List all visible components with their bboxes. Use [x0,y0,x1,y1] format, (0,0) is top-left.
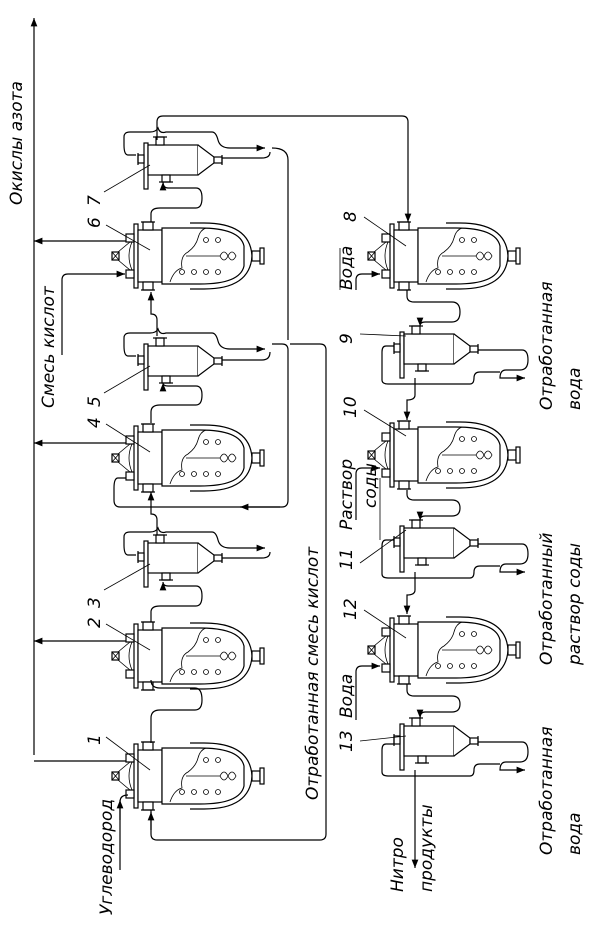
label-spent-acid-mixture: Отработанная смесь кислот [303,546,323,800]
pipe-13-loop [381,743,500,777]
leader-8 [363,216,407,247]
label-soda-solution-1: Раствор [337,459,357,530]
separator-7 [137,136,223,190]
leader-6 [105,224,151,251]
pipe-8-to-9 [406,290,461,327]
nitrator-2 [111,621,265,691]
soda-feed-10 [355,464,380,520]
label-spent-soda-b: раствор соды [565,543,585,666]
leader-7 [103,164,151,193]
leader-5 [103,365,151,394]
leader-1 [105,736,151,771]
pipe-5-recycle [123,327,265,357]
label-soda-solution-2: соды [361,463,381,508]
number-4: 4 [85,417,105,428]
separator-13 [393,717,479,771]
separator-5 [137,337,223,391]
separator-11 [393,519,479,573]
number-8: 8 [341,211,361,222]
washer-8 [367,221,521,291]
label-spent-water-1a: Отработанная [537,281,557,410]
label-spent-water-2a: Отработанная [537,726,557,855]
number-12: 12 [341,598,361,620]
spent-acid-line [150,343,327,841]
spent-water-9 [478,349,529,382]
pipe-1-to-2 [150,679,203,743]
pipe-3-out [222,551,271,559]
number-5: 5 [85,396,105,407]
pipe-3-recycle [123,526,265,556]
leader-2 [105,623,151,651]
leader-13 [359,735,407,742]
label-nitro-2: продукты [417,804,437,892]
pipe-5-to-6 [147,292,158,336]
leader-12 [363,609,407,639]
leader-10 [363,409,407,437]
nitrator-4 [111,423,265,493]
pipe-12-to-13 [406,684,461,719]
pipe-4-to-5 [150,382,203,423]
label-nitrogen-oxides: Окислы азота [7,81,27,205]
water-feed-8 [355,270,380,290]
pipe-11-loop [381,539,500,579]
pipe-7-out [222,151,271,159]
pipe-9-to-10 [403,378,416,420]
water-feed-12 [355,662,380,720]
washer-10 [367,420,521,490]
pipe-10-to-11 [406,490,461,521]
pipe-2-to-3 [150,581,203,622]
spent-soda-11 [478,543,529,576]
washer-12 [367,615,521,685]
nitrator-6 [111,221,265,291]
label-spent-water-1b: вода [565,367,585,410]
label-hydrocarbon: Углеводород [97,799,117,915]
pipe-7-recycle [123,126,265,156]
hydrocarbon-line [119,794,129,870]
separator-9 [393,325,479,379]
pipe-recycle-column [271,147,289,340]
number-11: 11 [337,548,357,570]
spent-water-13 [478,741,529,774]
leader-3 [103,563,151,591]
number-6: 6 [85,217,105,228]
number-7: 7 [85,195,105,206]
leader-9 [359,333,407,337]
leader-4 [105,423,151,453]
label-nitro-1: Нитро [388,837,408,892]
label-spent-soda-a: Отработанный [537,533,557,665]
number-9: 9 [337,333,357,344]
number-3: 3 [85,597,105,608]
number-2: 2 [85,617,105,628]
leader-11 [359,529,407,564]
number-1: 1 [85,734,105,745]
label-spent-water-2b: вода [565,812,585,855]
acid-mixture-line [61,270,125,355]
pipe-9-loop [381,345,500,385]
nitrator-1 [111,741,265,811]
pipe-4-recycle [113,343,289,508]
pipe-5-out [222,351,271,361]
number-13: 13 [337,730,357,752]
pipe-11-to-12 [403,572,416,614]
pipe-6-to-7 [150,181,203,222]
label-water-8: Вода [337,246,357,290]
label-acid-mixture: Смесь кислот [39,285,59,408]
pipe-3-to-4 [147,492,158,535]
label-water-12: Вода [337,674,357,718]
number-10: 10 [341,396,361,418]
separator-3 [137,534,223,588]
pipe-7-to-8 [156,115,412,222]
